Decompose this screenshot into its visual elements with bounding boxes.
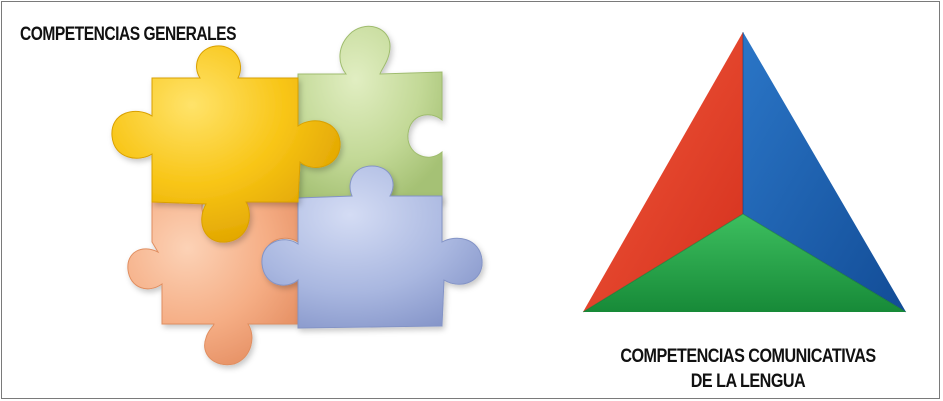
triangle-green-face bbox=[583, 214, 906, 312]
yellow-puzzle-piece bbox=[111, 45, 341, 243]
blue-puzzle-piece bbox=[261, 165, 483, 329]
competencias-comunicativas-title: COMPETENCIAS COMUNICATIVAS DE LA LENGUA bbox=[597, 344, 900, 394]
title-line-2: DE LA LENGUA bbox=[690, 371, 806, 392]
triangle-red-face bbox=[583, 32, 743, 312]
competencias-generales-title: COMPETENCIAS GENERALES bbox=[20, 24, 236, 45]
triangle-blue-face bbox=[743, 32, 906, 312]
title-line-1: COMPETENCIAS COMUNICATIVAS bbox=[620, 346, 876, 367]
communicative-triangle bbox=[582, 32, 907, 313]
